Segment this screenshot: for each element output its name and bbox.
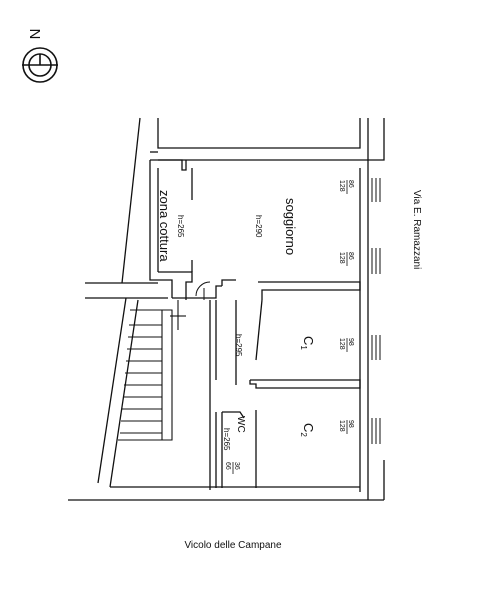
compass-letter: N [27,29,44,40]
window-2-dimension: 86 128 [338,252,354,266]
svg-text:128: 128 [338,420,345,432]
wc-top-wall [222,411,245,419]
room-label-c1: C1 [299,336,316,350]
c1-top-wall [258,281,361,300]
street-label-bottom: Vicolo delle Campane [184,540,282,551]
svg-text:128: 128 [338,252,345,264]
svg-text:98: 98 [347,420,354,428]
street-edge-left-lower [97,297,127,484]
c1-left-wall [255,299,263,361]
height-soggiorno: h=290 [254,215,263,238]
svg-text:66: 66 [224,462,231,470]
window-dimensions: 86 128 86 128 98 128 98 128 36 66 [224,180,354,474]
room-label-wc: WC [235,416,246,433]
room-label-zona-cottura: zona cottura [157,190,172,262]
staircase [118,300,186,441]
window-4 [371,418,381,444]
windows [195,178,381,444]
window-1-dimension: 86 128 [338,180,354,194]
outer-wall-main [149,160,173,298]
svg-text:86: 86 [347,180,354,188]
room-label-soggiorno: soggiorno [283,198,298,255]
north-compass: N [22,29,58,83]
window-3-dimension: 98 128 [338,338,354,352]
c1-bottom-wall [249,379,361,389]
door-entry [195,281,211,300]
height-wc: h=265 [222,428,231,451]
room-labels: zona cottura h=265 soggiorno h=290 h=295… [157,190,316,451]
svg-text:86: 86 [347,252,354,260]
kitchen-left-stub [150,159,187,171]
window-3 [371,335,381,360]
svg-text:36: 36 [233,462,240,470]
street-edge-inner-lower [109,299,139,488]
window-1 [371,178,381,202]
street-label-right: Via E. Ramazzani [411,190,422,269]
room-label-c2: C2 [299,423,316,437]
kitchen-bottom-wall [158,271,193,300]
neighbour-wall-top-right [367,118,385,161]
height-zona-cottura: h=265 [176,215,185,238]
hall-to-living [221,279,236,286]
stair-outline [118,309,173,441]
svg-text:128: 128 [338,180,345,192]
svg-text:98: 98 [347,338,354,346]
walls [68,117,385,501]
window-4-dimension: 98 128 [338,420,354,434]
window-2 [371,248,381,274]
street-edge-left-upper [121,117,141,284]
svg-text:128: 128 [338,338,345,350]
stair-top-wall [172,285,222,299]
wc-window-dimension: 36 66 [224,462,240,474]
neighbour-wall-top [157,118,361,149]
height-corridor: h=295 [234,334,243,357]
